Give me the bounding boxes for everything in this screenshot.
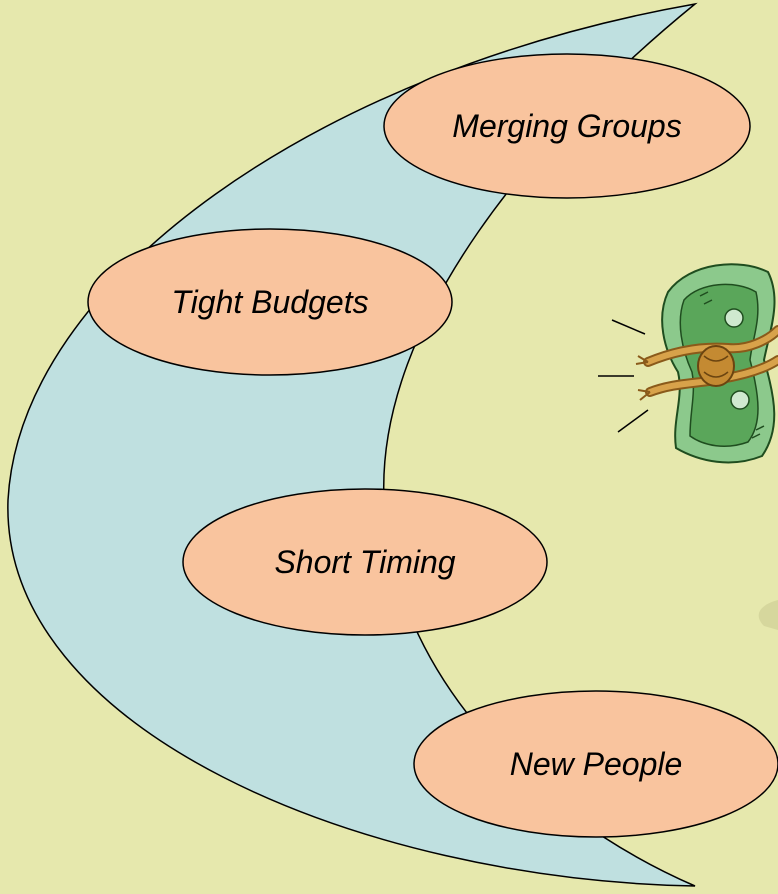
decorative-shape bbox=[758, 600, 778, 630]
oval-tight-budgets: Tight Budgets bbox=[87, 228, 453, 376]
oval-label: Tight Budgets bbox=[171, 284, 368, 320]
oval-merging-groups: Merging Groups bbox=[383, 53, 751, 199]
oval-label: New People bbox=[510, 746, 683, 782]
oval-short-timing: Short Timing bbox=[182, 488, 548, 636]
oval-label: Merging Groups bbox=[452, 108, 681, 144]
money-bundle-tied-icon bbox=[598, 263, 778, 464]
oval-label: Short Timing bbox=[274, 544, 455, 580]
oval-new-people: New People bbox=[413, 690, 778, 838]
